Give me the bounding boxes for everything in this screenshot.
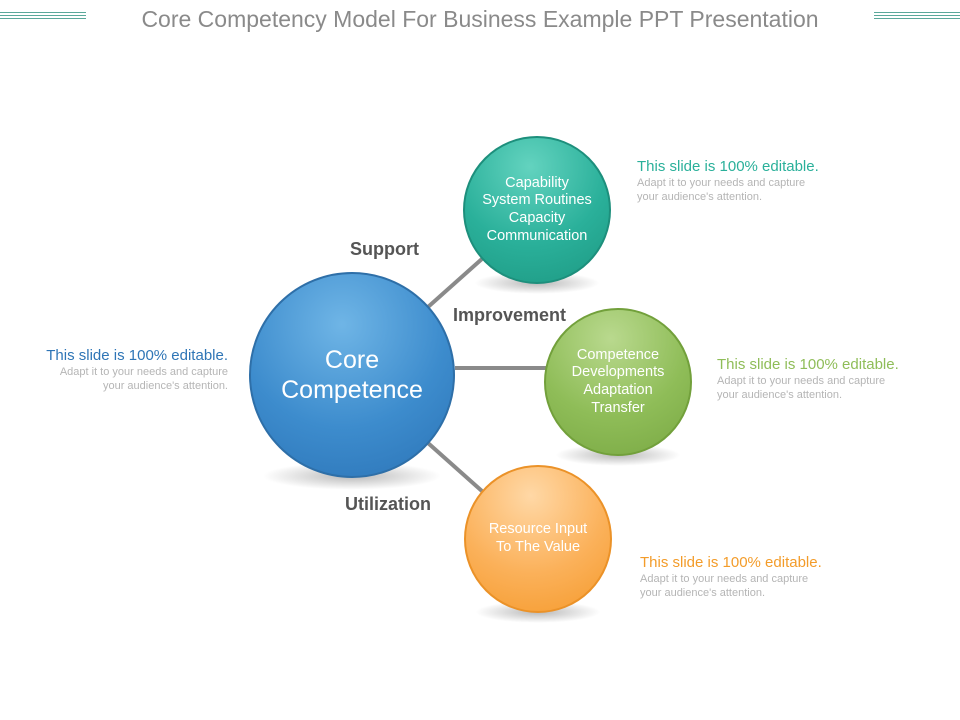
support-label: Support [350, 239, 419, 259]
note-left-body-line1: Adapt it to your needs and capture [59, 366, 228, 378]
note-teal-body-line2: your audience's attention. [637, 191, 763, 204]
resource-input-circle[interactable]: Resource Input To The Value [464, 465, 612, 613]
note-teal-head: This slide is 100% editable. [637, 158, 819, 175]
resource-input-line: Resource Input [488, 521, 588, 538]
improvement-label: Improvement [453, 305, 567, 325]
note-orange-body-line2: your audience's attention. [640, 587, 766, 600]
note-teal-body: Adapt it to your needs and capture your … [637, 176, 847, 205]
note-orange: This slide is 100% editable. Adapt it to… [640, 554, 850, 601]
to-the-value-line: To The Value [495, 539, 581, 555]
note-green-body-line2: your audience's attention. [717, 389, 843, 402]
competence-circle[interactable]: Competence Developments Adaptation Trans… [544, 308, 692, 456]
system-routines-line: System Routines [482, 192, 592, 209]
note-green-body-line1: Adapt it to your needs and capture [717, 375, 886, 387]
note-green-body: Adapt it to your needs and capture your … [717, 374, 927, 403]
note-left-head: This slide is 100% editable. [46, 347, 228, 364]
title-decoration-right [874, 12, 960, 22]
note-teal-body-line1: Adapt it to your needs and capture [637, 177, 806, 189]
page-title: Core Competency Model For Business Examp… [141, 6, 819, 32]
note-green: This slide is 100% editable. Adapt it to… [717, 356, 927, 403]
connector-utilization [426, 441, 485, 494]
title-decoration-left [0, 12, 86, 22]
capability-circle[interactable]: Capability System Routines Capacity Comm… [463, 136, 611, 284]
note-left-body-line2: your audience's attention. [102, 380, 228, 393]
utilization-label: Utilization [345, 494, 431, 514]
competence-line: Competence [576, 346, 660, 363]
note-left-body: Adapt it to your needs and capture your … [18, 365, 228, 394]
adaptation-line: Adaptation [583, 382, 653, 398]
communication-line: Communication [486, 227, 588, 244]
transfer-line: Transfer [591, 399, 645, 416]
core-label-line2: Competence [281, 376, 423, 404]
connector-support [426, 256, 485, 309]
developments-line: Developments [571, 364, 665, 381]
note-teal: This slide is 100% editable. Adapt it to… [637, 158, 847, 205]
note-green-head: This slide is 100% editable. [717, 356, 899, 373]
note-left: This slide is 100% editable. Adapt it to… [18, 347, 228, 394]
core-label-line1: Core [324, 345, 380, 374]
note-orange-head: This slide is 100% editable. [640, 554, 822, 571]
capability-line: Capability [505, 174, 569, 191]
capacity-line: Capacity [508, 210, 566, 226]
note-orange-body: Adapt it to your needs and capture your … [640, 572, 850, 601]
note-orange-body-line1: Adapt it to your needs and capture [640, 573, 809, 585]
core-competence-circle[interactable]: Core Competence [249, 272, 455, 478]
